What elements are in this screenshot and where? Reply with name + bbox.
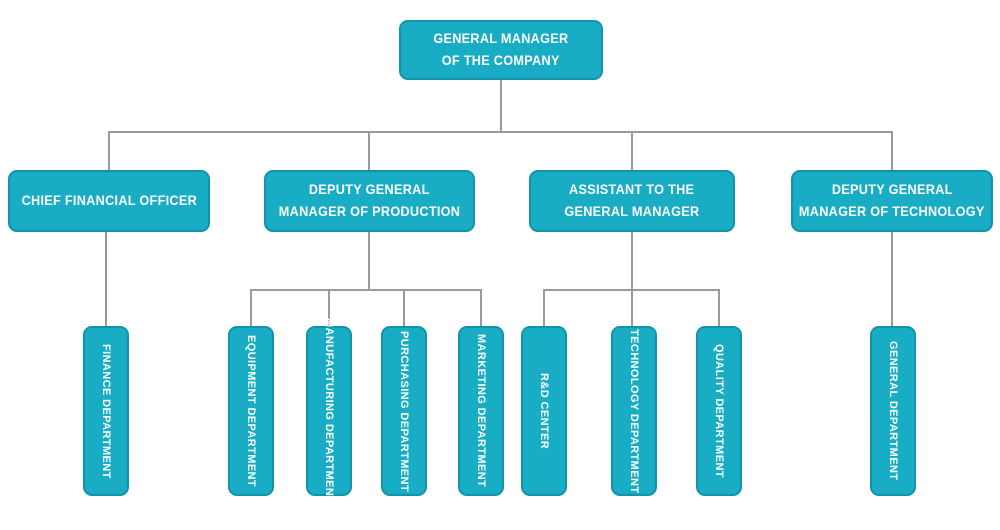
connector-drop-dgm-production: [368, 131, 370, 170]
node-label: QUALITY DEPARTMENT: [713, 344, 725, 478]
node-label: GENERAL DEPARTMENT: [887, 341, 899, 481]
connector-assistant-gm-stem: [631, 232, 633, 291]
node-deputy-gm-technology: DEPUTY GENERAL MANAGER OF TECHNOLOGY: [791, 170, 993, 232]
node-rd-center: R&D CENTER: [521, 326, 567, 496]
node-technology-department: TECHNOLOGY DEPARTMENT: [611, 326, 657, 496]
node-label: MARKETING DEPARTMENT: [475, 334, 487, 488]
node-label: ASSISTANT TO THE: [569, 181, 695, 197]
connector-dgm-production-stem: [368, 232, 370, 291]
node-assistant-to-general-manager: ASSISTANT TO THE GENERAL MANAGER: [529, 170, 735, 232]
node-manufacturing-department: MANUFACTURING DEPARTMENT: [306, 318, 352, 504]
node-label: FINANCE DEPARTMENT: [100, 343, 112, 479]
connector-drop-rd-center: [543, 289, 545, 326]
connector-drop-equipment: [250, 289, 252, 326]
node-marketing-department: MARKETING DEPARTMENT: [458, 326, 504, 496]
node-label: CHIEF FINANCIAL OFFICER: [21, 192, 197, 208]
connector-dgm-technology-general: [891, 232, 893, 326]
node-chief-financial-officer: CHIEF FINANCIAL OFFICER: [8, 170, 210, 232]
node-label: MANUFACTURING DEPARTMENT: [323, 318, 335, 504]
node-deputy-gm-production: DEPUTY GENERAL MANAGER OF PRODUCTION: [264, 170, 475, 232]
connector-drop-cfo: [108, 131, 110, 170]
node-label: DEPUTY GENERAL: [309, 181, 430, 197]
node-quality-department: QUALITY DEPARTMENT: [696, 326, 742, 496]
node-label: TECHNOLOGY DEPARTMENT: [628, 328, 640, 494]
connector-production-bus: [250, 289, 482, 291]
connector-drop-dgm-technology: [891, 131, 893, 170]
connector-drop-technology: [631, 289, 633, 326]
connector-drop-purchasing: [403, 289, 405, 326]
node-label: DEPUTY GENERAL: [831, 181, 953, 197]
node-finance-department: FINANCE DEPARTMENT: [83, 326, 129, 496]
connector-drop-assistant-gm: [631, 131, 633, 170]
node-label: GENERAL MANAGER: [433, 30, 569, 46]
node-general-department: GENERAL DEPARTMENT: [870, 326, 916, 496]
node-label: R&D CENTER: [538, 372, 550, 450]
node-label: PURCHASING DEPARTMENT: [398, 330, 410, 492]
node-purchasing-department: PURCHASING DEPARTMENT: [381, 326, 427, 496]
node-label: EQUIPMENT DEPARTMENT: [245, 334, 257, 488]
node-label: OF THE COMPANY: [442, 53, 560, 68]
connector-cfo-finance: [105, 232, 107, 326]
node-general-manager: GENERAL MANAGER OF THE COMPANY: [399, 20, 603, 80]
node-label: GENERAL MANAGER: [564, 204, 700, 219]
connector-drop-quality: [718, 289, 720, 326]
connector-drop-manufacturing: [328, 289, 330, 326]
node-label: MANAGER OF PRODUCTION: [278, 204, 461, 219]
connector-drop-marketing: [480, 289, 482, 326]
connector-level2-bus: [108, 131, 892, 133]
node-label: MANAGER OF TECHNOLOGY: [799, 204, 985, 219]
connector-root-drop: [500, 80, 502, 132]
node-equipment-department: EQUIPMENT DEPARTMENT: [228, 326, 274, 496]
